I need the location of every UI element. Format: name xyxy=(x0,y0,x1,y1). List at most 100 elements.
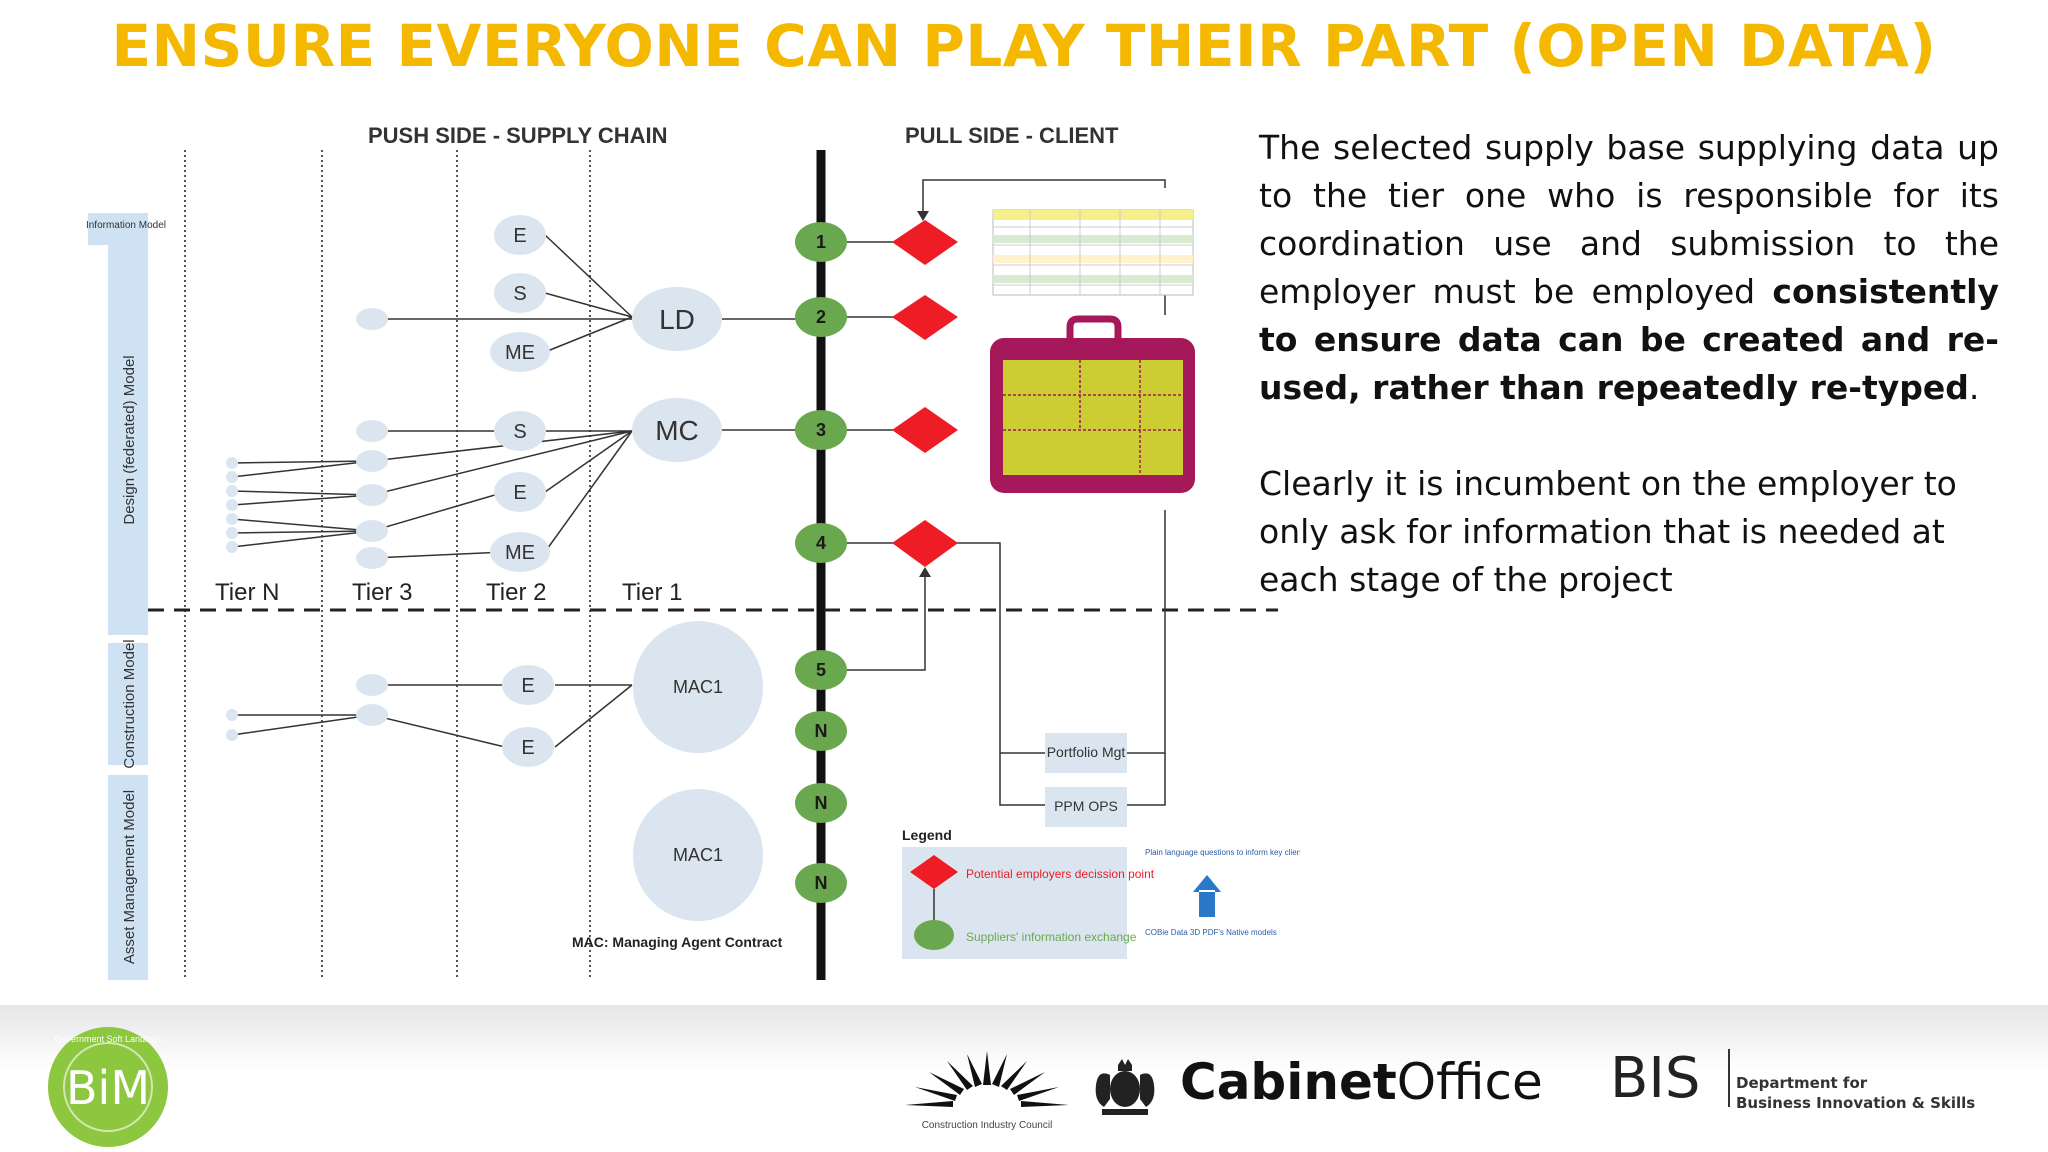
push-side-header: PUSH SIDE - SUPPLY CHAIN xyxy=(368,123,668,148)
tier3-node xyxy=(356,484,388,506)
stage-node xyxy=(795,523,847,563)
decision-diamond xyxy=(892,220,958,265)
stage-label: 3 xyxy=(816,420,826,440)
tier-separators xyxy=(184,150,591,980)
legend-title: Legend xyxy=(902,827,952,843)
arrow-head xyxy=(919,567,931,577)
tier1-node-ld xyxy=(632,287,722,351)
tier3-node xyxy=(356,520,388,542)
stage-node xyxy=(795,297,847,337)
tier3-node xyxy=(356,674,388,696)
arrow-head xyxy=(917,211,929,221)
ppm-ops-label: PPM OPS xyxy=(1054,798,1118,814)
stage-label: 1 xyxy=(816,232,826,252)
tier2-node-me xyxy=(490,332,550,372)
cabinet-office-bold: Cabinet xyxy=(1180,1053,1397,1111)
tier1-label: MAC1 xyxy=(673,845,723,865)
stage-label: N xyxy=(815,793,828,813)
tier-n-nodes xyxy=(226,457,238,741)
tier1-node-mc xyxy=(632,398,722,462)
stage-node xyxy=(795,222,847,262)
ppm-ops-box xyxy=(1045,787,1127,827)
stage-node xyxy=(795,650,847,690)
cabinet-office-light: Office xyxy=(1396,1053,1543,1111)
tier2-label: E xyxy=(521,675,534,697)
tier-n-node xyxy=(226,513,238,525)
info-model-band xyxy=(88,213,148,245)
bim-ring-text: Government Soft Landings xyxy=(54,1034,162,1044)
mac-note: MAC: Managing Agent Contract xyxy=(572,934,783,950)
legend-exchange-label: Suppliers' information exchange xyxy=(966,930,1137,944)
royal-crest-icon xyxy=(1095,1059,1155,1115)
tier2-node-s xyxy=(494,273,546,313)
decision-diamond xyxy=(892,520,958,567)
spreadsheet-thumbnail xyxy=(992,209,1194,296)
paragraph-2: Clearly it is incumbent on the employer … xyxy=(1259,464,1957,599)
portfolio-mgt-box xyxy=(1045,733,1127,773)
paragraph-1-emphasis: consistently to ensure data can be creat… xyxy=(1259,272,1999,407)
tier2-node-e xyxy=(494,472,546,512)
tier-n-node xyxy=(226,527,238,539)
portfolio-mgt-label: Portfolio Mgt xyxy=(1047,744,1126,760)
tier1-label: MC xyxy=(655,415,699,446)
cic-logo: Construction Industry Council xyxy=(905,1051,1069,1131)
tier-label-3: Tier 3 xyxy=(352,579,412,606)
tier-label-n: Tier N xyxy=(215,579,279,606)
cic-logo-text: Construction Industry Council xyxy=(922,1120,1053,1131)
tier-n-node xyxy=(226,729,238,741)
tier2-node-e xyxy=(502,665,554,705)
tier-n-node xyxy=(226,485,238,497)
tier1-node-mac1 xyxy=(633,621,763,753)
tier1-node-mac1 xyxy=(633,789,763,921)
slide-title: ENSURE EVERYONE CAN PLAY THEIR PART (OPE… xyxy=(111,12,1937,80)
bim-logo-text: BiM xyxy=(66,1061,150,1115)
briefcase-icon xyxy=(990,315,1195,493)
construction-model-band xyxy=(108,643,148,765)
tier-n-node xyxy=(226,471,238,483)
tier2-label: S xyxy=(513,421,526,443)
decision-diamond xyxy=(892,295,958,340)
tier2-node-e xyxy=(494,215,546,255)
stage-label: 5 xyxy=(816,660,826,680)
tier2-label: ME xyxy=(505,342,535,364)
design-model-band xyxy=(108,245,148,635)
asset-model-band xyxy=(108,775,148,980)
bim-logo: Government Soft Landings BiM xyxy=(48,1027,168,1147)
legend: Legend Potential employers decission poi… xyxy=(902,827,1300,959)
tier2-label: ME xyxy=(505,542,535,564)
bis-divider xyxy=(1728,1049,1730,1107)
cabinet-office-logo: CabinetOffice xyxy=(1180,1057,1543,1107)
paragraph-1-end: . xyxy=(1968,368,1980,407)
tier-label-2: Tier 2 xyxy=(486,579,546,606)
bis-logo-text: BIS xyxy=(1610,1046,1701,1111)
bis-department-text: Department for Business Innovation & Ski… xyxy=(1736,1073,1975,1113)
tier-label-1: Tier 1 xyxy=(622,579,682,606)
tier3-node xyxy=(356,704,388,726)
stage-label: N xyxy=(815,873,828,893)
tier2-label: S xyxy=(513,283,526,305)
legend-arrow-bottom-label: COBie Data 3D PDF's Native models xyxy=(1145,928,1277,937)
tier-n-node xyxy=(226,499,238,511)
stage-node xyxy=(795,711,847,751)
tier3-node xyxy=(356,547,388,569)
tier2-node-s xyxy=(494,411,546,451)
legend-node-icon xyxy=(914,920,954,950)
pull-side-header: PULL SIDE - CLIENT xyxy=(905,123,1119,148)
footer-logos: Government Soft Landings BiM Constructio… xyxy=(0,1005,2048,1152)
tier2-label: E xyxy=(513,482,526,504)
bis-department-line2: Business Innovation & Skills xyxy=(1736,1094,1976,1112)
stage-label: 4 xyxy=(816,533,826,553)
tier-n-node xyxy=(226,709,238,721)
legend-diamond-icon xyxy=(910,855,958,889)
band-label-information: Information Model xyxy=(86,220,166,231)
legend-up-arrow-icon xyxy=(1193,875,1221,917)
tier3-nodes xyxy=(356,308,388,726)
band-label-design: Design (federated) Model xyxy=(121,355,138,524)
side-bands: Information Model Design (federated) Mod… xyxy=(86,213,166,980)
tier2-node-e xyxy=(502,727,554,767)
supply-chain-links xyxy=(231,234,820,748)
tier2-label: E xyxy=(513,225,526,247)
paragraph-1: The selected supply base supplying data … xyxy=(1259,124,1999,412)
bis-department-line1: Department for xyxy=(1736,1074,1868,1092)
stage-node xyxy=(795,863,847,903)
